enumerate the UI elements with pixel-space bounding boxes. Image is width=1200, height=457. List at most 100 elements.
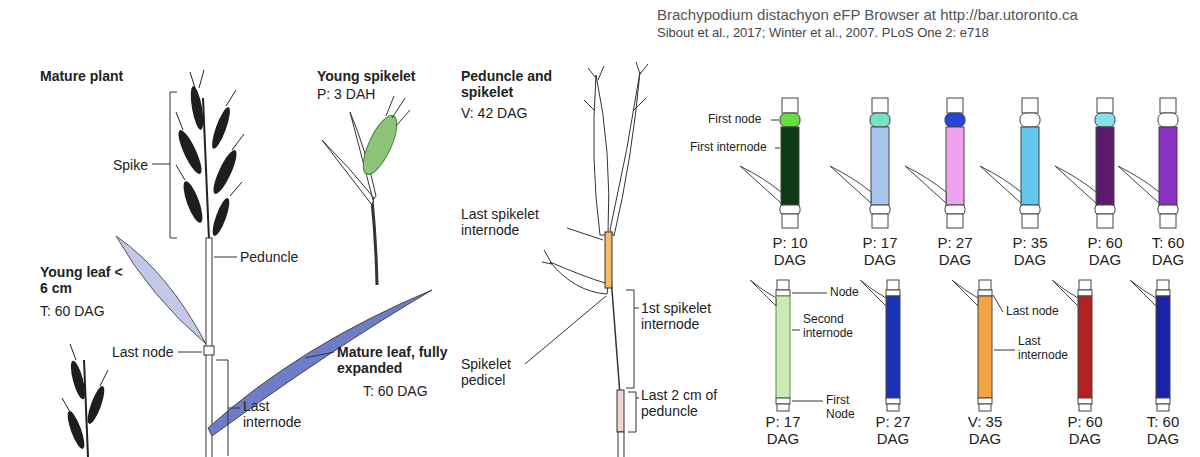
node — [1078, 290, 1092, 296]
part-label: Last 2 cm of peduncle — [641, 387, 751, 419]
internode — [781, 127, 799, 205]
part-label: V: 35 DAG — [959, 413, 1011, 448]
part-label: Sibout et al., 2017; Winter et al., 2007… — [657, 26, 989, 41]
node — [886, 398, 900, 404]
awns — [62, 344, 108, 412]
part-label: P: 27 DAG — [867, 413, 919, 448]
node — [776, 290, 790, 296]
leaf-sheath — [740, 166, 781, 203]
node — [945, 205, 965, 214]
leaf — [1130, 280, 1156, 306]
spikelet — [84, 384, 107, 425]
node — [1158, 205, 1178, 214]
leaf — [1052, 280, 1078, 306]
part-label: P: 60 DAG — [1079, 234, 1131, 269]
stem — [979, 280, 991, 290]
node — [945, 113, 965, 127]
peduncle — [618, 432, 624, 457]
part-label: P: 3 DAH — [317, 86, 375, 102]
stem — [1022, 214, 1038, 228]
stem — [1022, 98, 1038, 113]
stem — [887, 280, 899, 290]
part-label: Last node — [1006, 305, 1059, 319]
part-label: P: 17 DAG — [757, 413, 809, 448]
part-label: P: 27 DAG — [929, 234, 981, 269]
spikelet — [68, 359, 88, 400]
node — [1156, 398, 1170, 404]
spikelet-outline — [610, 72, 640, 236]
stem — [1097, 214, 1113, 228]
internode — [946, 127, 964, 205]
node — [978, 398, 992, 404]
part-label: Last internode — [243, 398, 313, 430]
stem — [1079, 280, 1091, 290]
part-label: T: 60 DAG — [1137, 413, 1189, 448]
part-label: P: 35 DAG — [1004, 234, 1056, 269]
awns — [386, 96, 410, 126]
spikelet — [180, 179, 206, 224]
stem — [887, 404, 899, 411]
rachis — [203, 98, 209, 240]
stem — [947, 98, 963, 113]
part-label: Last spikelet internode — [461, 206, 571, 238]
part-label: Spikelet pedicel — [461, 356, 531, 388]
part-label: First Node — [826, 394, 871, 422]
internode — [1159, 127, 1177, 205]
internode — [1156, 296, 1170, 398]
part-label: Peduncle — [240, 249, 298, 265]
last-spikelet-internode — [605, 232, 612, 288]
part-label: Young leaf < 6 cm — [40, 264, 130, 296]
leader-line — [178, 257, 334, 358]
last-node — [204, 346, 214, 355]
part-label: Last internode — [1018, 335, 1072, 363]
stem-row — [750, 280, 1170, 411]
stem — [947, 214, 963, 228]
part-label: Spike — [113, 157, 148, 173]
internode — [886, 296, 900, 398]
stem — [872, 98, 888, 113]
leader-line — [525, 228, 606, 364]
part-label: Mature leaf, fully expanded — [337, 344, 449, 376]
part-label: P: 60 DAG — [1059, 413, 1111, 448]
node — [1095, 205, 1115, 214]
leaf — [860, 280, 886, 306]
part-label: Node — [830, 286, 859, 300]
leader-line — [792, 293, 1015, 401]
stem — [777, 280, 789, 290]
rachis — [84, 360, 88, 457]
part-label: P: 10 DAG — [764, 234, 816, 269]
node — [886, 290, 900, 296]
spikelet — [209, 106, 233, 151]
leaf — [952, 280, 978, 306]
awns — [176, 70, 244, 196]
spikelet — [174, 128, 205, 177]
part-label: V: 42 DAG — [461, 105, 527, 121]
leaf-sheath — [1055, 166, 1096, 203]
internode — [1078, 296, 1092, 398]
leaf-sheath — [830, 166, 871, 203]
part-label: T: 60 DAG — [40, 303, 105, 319]
node — [870, 205, 890, 214]
node — [780, 205, 800, 214]
node — [1156, 290, 1170, 296]
page-title: Brachypodium distachyon eFP Browser at h… — [657, 6, 1078, 23]
node — [776, 398, 790, 404]
part-label: Young spikelet — [317, 68, 416, 84]
part-label: T: 60 DAG — [363, 383, 428, 399]
part-label: First node — [708, 113, 761, 127]
node — [1158, 113, 1178, 127]
spike — [174, 70, 244, 240]
part-label: First internode — [690, 141, 767, 155]
internode — [871, 127, 889, 205]
internode — [1021, 127, 1039, 205]
awns — [542, 62, 648, 264]
node — [870, 113, 890, 127]
stem — [782, 214, 798, 228]
partial-spike — [62, 344, 108, 457]
spikelet-outline — [550, 262, 608, 294]
node — [1095, 113, 1115, 127]
stem — [872, 214, 888, 228]
stem — [777, 404, 789, 411]
